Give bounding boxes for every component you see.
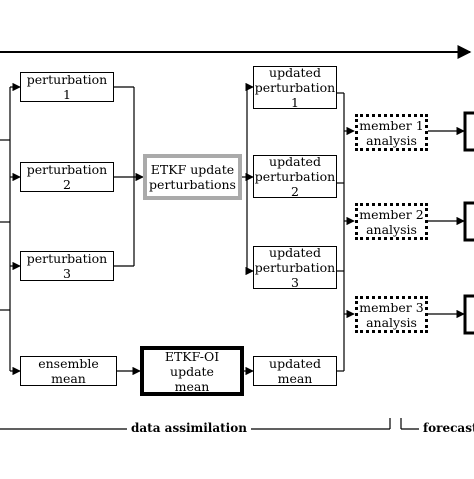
forecast-box-1 bbox=[463, 111, 474, 152]
ensemble-mean-box: ensemble mean bbox=[20, 356, 117, 386]
updated-perturbation-2-box: updated perturbation 2 bbox=[253, 154, 337, 199]
etkf-oi-update-box: ETKF-OI update mean bbox=[140, 346, 244, 396]
member-1-analysis-box: member 1 analysis bbox=[355, 114, 428, 151]
member-3-analysis-box: member 3 analysis bbox=[355, 296, 428, 333]
perturbation-1-box: perturbation 1 bbox=[20, 72, 114, 102]
member-2-analysis-box: member 2 analysis bbox=[355, 203, 428, 240]
updated-mean-box: updated mean bbox=[253, 356, 337, 386]
updated-perturbation-3-box: updated perturbation 3 bbox=[253, 245, 337, 290]
forecast-box-2 bbox=[463, 201, 474, 242]
perturbation-3-box: perturbation 3 bbox=[20, 251, 114, 281]
forecast-box-3 bbox=[463, 294, 474, 335]
perturbation-2-box: perturbation 2 bbox=[20, 162, 114, 192]
data-assimilation-label: data assimilation bbox=[127, 421, 251, 435]
updated-perturbation-1-box: updated perturbation 1 bbox=[253, 65, 337, 110]
forecast-label: forecast bbox=[419, 421, 474, 435]
etkf-update-box: ETKF update perturbations bbox=[143, 154, 242, 200]
